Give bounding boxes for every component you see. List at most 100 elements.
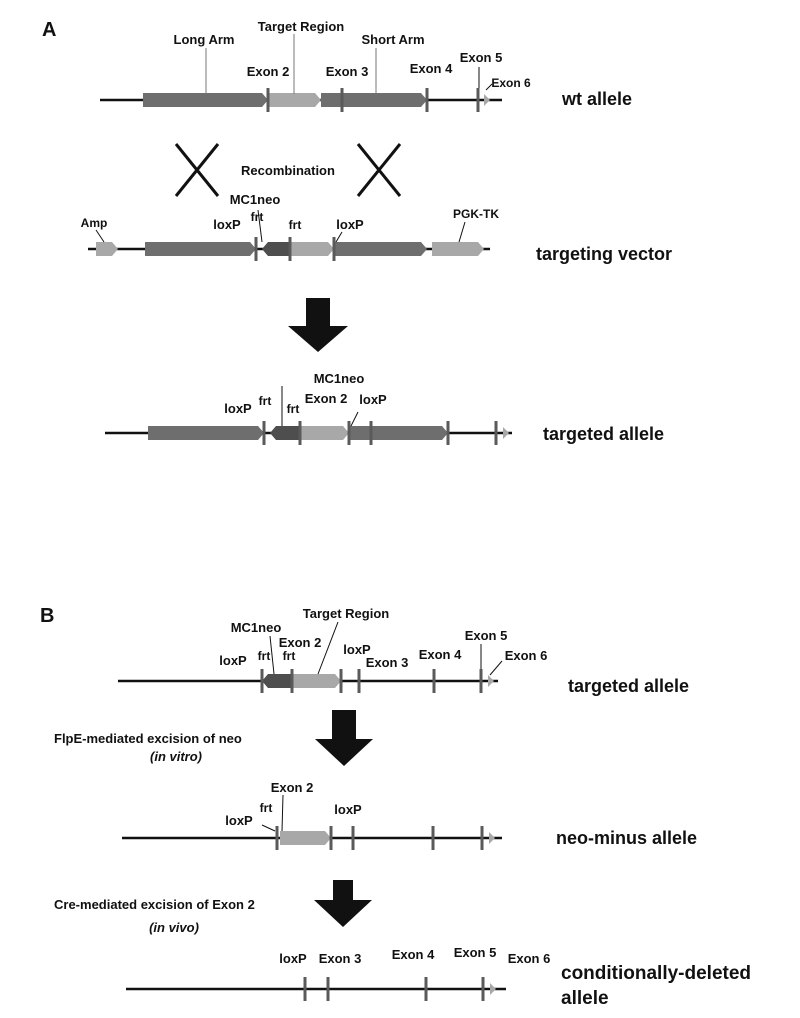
vector-short-arm-segment [334,242,427,256]
label-in-vivo: (in vivo) [149,920,199,935]
label-targeted-b-exon5: Exon 5 [465,628,508,643]
neo-minus-allele-map: Exon 2 frt loxP loxP neo-minus allele [122,780,697,850]
wt-target-region-segment [268,93,321,107]
label-amp: Amp [81,216,108,230]
neo-minus-exon6-mark [489,832,495,844]
targeted-a-short-arm-segment [349,426,448,440]
panel-b-letter: B [40,605,54,627]
targeted-b-target-region-leader [317,621,339,675]
wt-exon6-leader [485,83,493,91]
targeted-b-exon6-mark [488,675,494,687]
vector-pgk-tk-segment [432,242,484,256]
targeting-vector-map: Amp loxP frt MC1neo frt loxP PGK-TK targ… [81,192,672,264]
vector-amp-leader [95,229,105,243]
cross-left-line-2 [174,143,220,197]
targeted-b-mc1neo-segment [262,674,292,688]
label-targeted-allele-b: targeted allele [568,676,689,696]
label-targeted-b-frt1: frt [258,649,271,663]
step-cre: Cre-mediated excision of Exon 2 (in vivo… [54,880,372,935]
label-neo-minus-allele: neo-minus allele [556,828,697,848]
label-targeting-vector: targeting vector [536,244,672,264]
label-wt-exon4: Exon 4 [410,61,453,76]
targeted-b-exon2-segment [292,674,341,688]
cross-right-line-2 [356,143,402,197]
label-neo-minus-loxp2: loxP [334,802,362,817]
targeted-a-long-arm-segment [148,426,264,440]
wt-allele-map: Long Arm Target Region Short Arm Exon 2 … [100,19,632,112]
label-targeted-b-exon4: Exon 4 [419,647,462,662]
label-deleted-exon3: Exon 3 [319,951,362,966]
label-neo-minus-loxp1: loxP [225,813,253,828]
label-neo-minus-exon2: Exon 2 [271,780,314,795]
label-vector-loxp1: loxP [213,217,241,232]
label-targeted-b-exon3: Exon 3 [366,655,409,670]
panel-a-letter: A [42,19,56,41]
label-targeted-a-frt1: frt [259,394,272,408]
targeted-b-mc1neo-leader [269,635,275,675]
label-targeted-b-frt2: frt [283,649,296,663]
label-vector-frt2: frt [289,218,302,232]
deleted-allele-map: loxP Exon 3 Exon 4 Exon 5 Exon 6 conditi… [126,945,751,1009]
arrow-down-b1 [315,710,373,766]
targeted-a-exon2-segment [300,426,349,440]
label-cre-step: Cre-mediated excision of Exon 2 [54,897,255,912]
label-vector-loxp2: loxP [336,217,364,232]
recombination-crosses: Recombination [174,143,402,197]
label-short-arm: Short Arm [361,32,424,47]
targeted-allele-map-a: MC1neo loxP frt frt Exon 2 loxP targeted… [105,371,664,445]
wt-short-arm-segment [321,93,427,107]
label-deleted-allele-line2: allele [561,988,609,1009]
label-neo-minus-frt: frt [260,801,273,815]
vector-mc1neo-segment [262,242,290,256]
label-wt-exon6: Exon 6 [491,76,531,90]
label-vector-frt1: frt [251,210,264,224]
vector-mc1neo-leader [257,209,263,243]
vector-target-segment [290,242,334,256]
label-wt-allele: wt allele [561,89,632,109]
arrow-down-a [288,298,348,352]
neo-minus-loxp-leader [261,824,276,832]
label-targeted-b-exon2: Exon 2 [279,635,322,650]
label-targeted-b-target-region: Target Region [303,606,389,621]
label-deleted-allele-line1: conditionally-deleted [561,963,751,984]
label-deleted-exon5: Exon 5 [454,945,497,960]
label-pgk-tk: PGK-TK [453,207,499,221]
targeted-allele-map-b: Target Region MC1neo Exon 2 loxP frt frt… [118,606,689,696]
label-wt-exon2: Exon 2 [247,64,290,79]
label-targeted-b-loxp1: loxP [219,653,247,668]
targeted-a-mc1neo-segment [270,426,300,440]
label-flpe-step: FlpE-mediated excision of neo [54,731,242,746]
targeted-a-loxp2-leader [350,411,359,427]
label-in-vitro: (in vitro) [150,749,202,764]
targeted-b-exon6-leader [489,660,503,676]
vector-loxp2-leader [335,231,343,243]
label-wt-exon3: Exon 3 [326,64,369,79]
wt-exon6-mark [484,94,490,106]
label-recombination: Recombination [241,163,335,178]
vector-pgk-tk-leader [458,221,466,243]
label-targeted-a-mc1neo: MC1neo [314,371,365,386]
label-deleted-exon4: Exon 4 [392,947,435,962]
label-vector-mc1neo: MC1neo [230,192,281,207]
label-target-region: Target Region [258,19,344,34]
neo-minus-exon2-leader [281,794,284,832]
targeted-a-exon6-mark [503,427,509,439]
label-targeted-a-loxp2: loxP [359,392,387,407]
label-targeted-b-mc1neo: MC1neo [231,620,282,635]
vector-long-arm-segment [145,242,256,256]
label-targeted-allele-a: targeted allele [543,424,664,444]
label-targeted-b-exon6: Exon 6 [505,648,548,663]
label-deleted-loxp: loxP [279,951,307,966]
label-targeted-a-loxp1: loxP [224,401,252,416]
neo-minus-exon2-segment [280,831,331,845]
label-targeted-a-frt2: frt [287,402,300,416]
label-long-arm: Long Arm [174,32,235,47]
arrow-down-b2 [314,880,372,927]
step-flpe: FlpE-mediated excision of neo (in vitro) [54,710,373,766]
label-targeted-a-exon2: Exon 2 [305,391,348,406]
label-deleted-exon6: Exon 6 [508,951,551,966]
vector-amp-segment [96,242,118,256]
label-wt-exon5: Exon 5 [460,50,503,65]
deleted-exon6-mark [490,983,496,995]
